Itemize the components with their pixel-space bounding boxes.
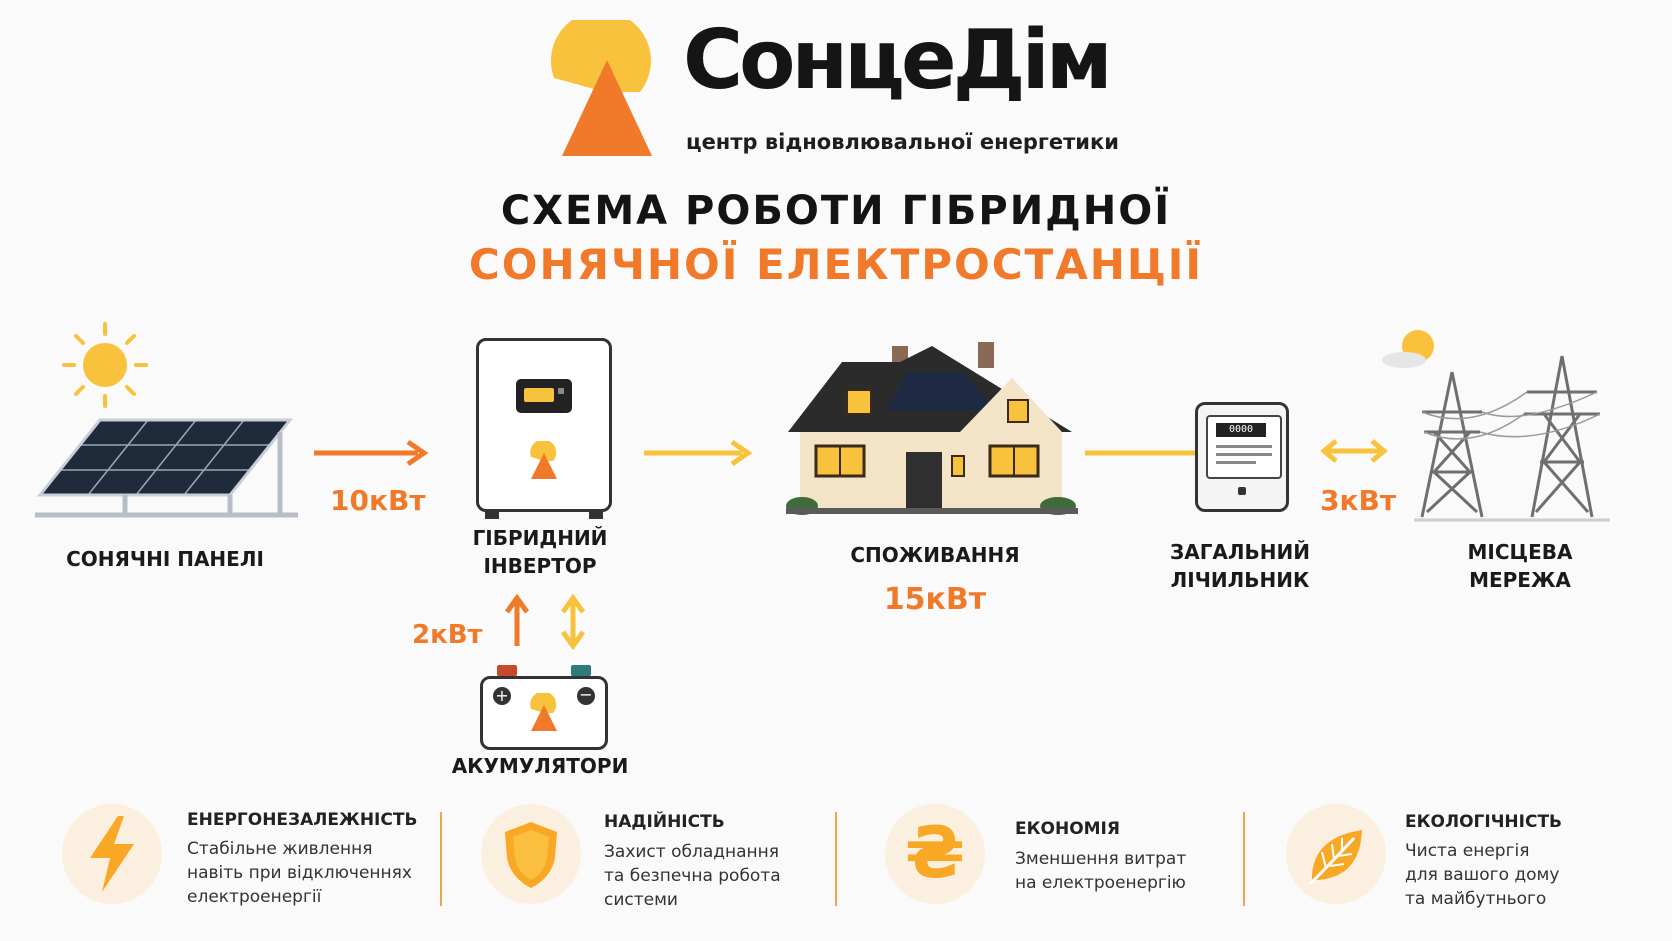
feature-2-desc-3: системи bbox=[604, 890, 678, 910]
feature-divider-1 bbox=[440, 812, 442, 906]
feature-3-desc-1: Зменшення витрат bbox=[1015, 849, 1187, 869]
feature-1-desc-1: Стабільне живлення bbox=[187, 839, 373, 859]
feature-1-title: ЕНЕРГОНЕЗАЛЕЖНІСТЬ bbox=[187, 810, 418, 830]
feature-4-desc-2: для вашого дому bbox=[1405, 865, 1560, 885]
battery-positive-terminal bbox=[497, 665, 517, 676]
power-battery-label: 2кВт bbox=[412, 620, 483, 650]
inverter-logo-icon bbox=[530, 441, 557, 479]
feature-4-title: ЕКОЛОГІЧНІСТЬ bbox=[1405, 812, 1563, 832]
feature-divider-3 bbox=[1243, 812, 1245, 906]
feature-divider-2 bbox=[835, 812, 837, 906]
solar-panels-icon bbox=[35, 418, 298, 518]
grid-label-line2: МЕРЕЖА bbox=[1469, 568, 1571, 592]
meter-label-line1: ЗАГАЛЬНИЙ bbox=[1170, 540, 1310, 564]
page-title-line2: СОНЯЧНОЇ ЕЛЕКТРОСТАНЦІЇ bbox=[468, 240, 1204, 289]
battery-up-arrow-icon bbox=[504, 594, 530, 646]
grid-label-line1: МІСЦЕВА bbox=[1467, 540, 1573, 564]
inverter-display bbox=[516, 379, 572, 413]
minus-icon: − bbox=[577, 687, 595, 705]
battery-bidirectional-arrow-icon bbox=[560, 594, 586, 650]
feature-2-title: НАДІЙНІСТЬ bbox=[604, 812, 725, 832]
consumption-label: СПОЖИВАННЯ bbox=[850, 543, 1020, 567]
sun-icon bbox=[62, 322, 148, 408]
meter-label-line2: ЛІЧИЛЬНИК bbox=[1170, 568, 1310, 592]
page-title-line1: СХЕМА РОБОТИ ГІБРИДНОЇ bbox=[500, 188, 1172, 234]
brand-tagline: центр відновлювальної енергетики bbox=[686, 130, 1119, 154]
feature-4-desc-1: Чиста енергія bbox=[1405, 841, 1530, 861]
feature-3-title: ЕКОНОМІЯ bbox=[1015, 819, 1120, 839]
battery: + − bbox=[480, 665, 608, 750]
feature-1-desc-2: навіть при відключеннях bbox=[187, 863, 412, 883]
plus-icon: + bbox=[493, 687, 511, 705]
battery-negative-terminal bbox=[571, 665, 591, 676]
feature-4-desc-3: та майбутнього bbox=[1405, 889, 1547, 909]
shield-icon bbox=[505, 822, 557, 888]
meter-display: 0000 bbox=[1216, 423, 1266, 437]
feature-3-icon-circle bbox=[885, 804, 985, 904]
feature-2-desc-2: та безпечна робота bbox=[604, 866, 781, 886]
solar-panels-label: СОНЯЧНІ ПАНЕЛІ bbox=[66, 547, 264, 571]
leaf-icon bbox=[1308, 830, 1362, 886]
meter-grid-bidirectional-arrow-icon bbox=[1320, 439, 1388, 463]
power-lines-icon bbox=[1414, 355, 1610, 522]
arrow-solar-to-inverter-icon bbox=[314, 439, 429, 467]
arrow-inverter-to-house-icon bbox=[644, 439, 753, 467]
power-consumption-label: 15кВт bbox=[883, 582, 987, 617]
brand-name: СонцеДім bbox=[683, 13, 1113, 108]
inverter-label-line2: ІНВЕРТОР bbox=[483, 554, 597, 578]
feature-1-desc-3: електроенергії bbox=[187, 887, 322, 907]
cloud-sun-icon bbox=[1382, 330, 1434, 368]
power-grid-label: 3кВт bbox=[1320, 484, 1397, 517]
feature-3-desc-2: на електроенергію bbox=[1015, 873, 1186, 893]
power-solar-label: 10кВт bbox=[330, 484, 426, 517]
meter: 0000 bbox=[1195, 402, 1289, 512]
inverter-label-line1: ГІБРИДНИЙ bbox=[472, 526, 608, 550]
hryvnia-icon: ₴ bbox=[904, 812, 966, 894]
house-icon bbox=[786, 342, 1078, 515]
brand-logo-icon bbox=[550, 20, 652, 156]
batteries-label: АКУМУЛЯТОРИ bbox=[451, 754, 629, 778]
hybrid-inverter bbox=[476, 338, 612, 519]
lightning-icon bbox=[90, 816, 134, 892]
house-to-meter-line bbox=[1085, 450, 1195, 456]
battery-logo-icon bbox=[530, 693, 557, 731]
feature-2-desc-1: Захист обладнання bbox=[604, 842, 779, 862]
